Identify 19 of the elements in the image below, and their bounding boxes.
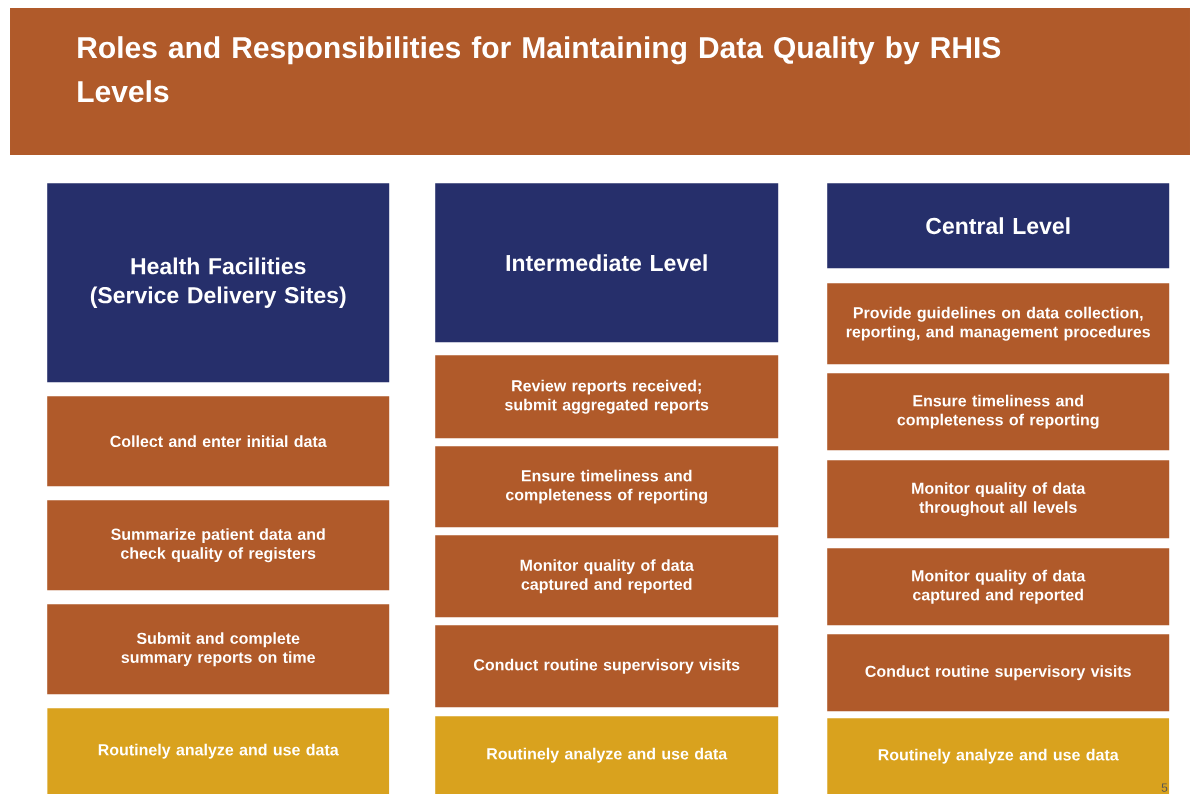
responsibility-box: Monitor quality of data captured and reported <box>435 535 779 618</box>
responsibility-box: Review reports received; submit aggregated reports <box>435 355 779 439</box>
responsibility-box: Monitor quality of data throughout all levels <box>827 460 1170 539</box>
responsibility-box: Provide guidelines on data collection, reporting, and management procedures <box>827 283 1170 365</box>
level-header-box: Intermediate Level <box>435 183 779 343</box>
data-use-box: Routinely analyze and use data <box>47 708 390 794</box>
responsibility-box: Collect and enter initial data <box>47 396 390 487</box>
page-number: 5 <box>1161 783 1168 792</box>
level-header-box: Health Facilities (Service Delivery Sites) <box>47 183 390 383</box>
responsibility-box: Monitor quality of data captured and reported <box>827 548 1170 626</box>
title-banner: Roles and Responsibilities for Maintaining Data Quality by RHIS Levels <box>10 8 1190 155</box>
responsibility-box: Summarize patient data and check quality of registers <box>47 500 390 591</box>
responsibility-box: Ensure timeliness and completeness of reporting <box>435 446 779 528</box>
responsibility-box: Conduct routine supervisory visits <box>435 625 779 708</box>
responsibility-box: Ensure timeliness and completeness of reporting <box>827 373 1170 451</box>
data-use-box: Routinely analyze and use data <box>435 716 779 794</box>
responsibility-box: Submit and complete summary reports on time <box>47 604 390 695</box>
responsibility-box: Conduct routine supervisory visits <box>827 634 1170 712</box>
level-header-box: Central Level <box>827 183 1170 269</box>
